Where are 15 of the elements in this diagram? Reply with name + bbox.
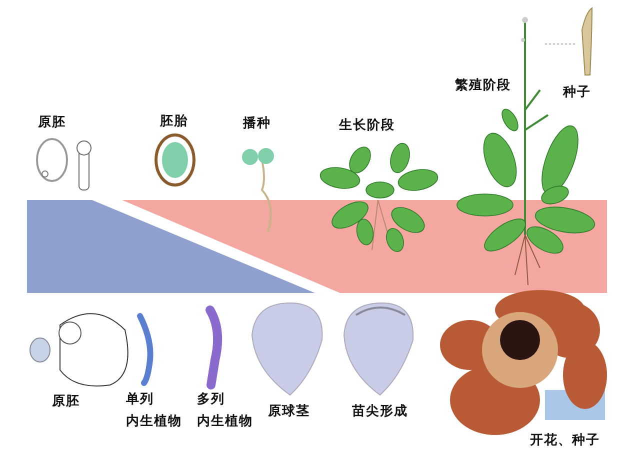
stage-label: 生长阶段 bbox=[339, 117, 395, 135]
stage-label: 原胚 bbox=[52, 393, 80, 411]
stage-label: 播种 bbox=[243, 115, 271, 133]
stage-label: 开花、种子 bbox=[530, 432, 600, 450]
stage-label: 苗尖形成 bbox=[352, 403, 408, 421]
stage-label: 内生植物 bbox=[126, 413, 182, 431]
stage-label: 原胚 bbox=[38, 114, 66, 132]
stage-label: 内生植物 bbox=[197, 413, 253, 431]
stage-label: 胚胎 bbox=[160, 113, 188, 131]
stage-label: 原球茎 bbox=[268, 403, 310, 421]
stage-label: 单列 bbox=[126, 391, 154, 409]
stage-label: 繁殖阶段 bbox=[455, 77, 511, 95]
stage-label: 多列 bbox=[197, 391, 225, 409]
stage-label: 种子 bbox=[563, 84, 591, 102]
stage-band bbox=[27, 200, 315, 293]
